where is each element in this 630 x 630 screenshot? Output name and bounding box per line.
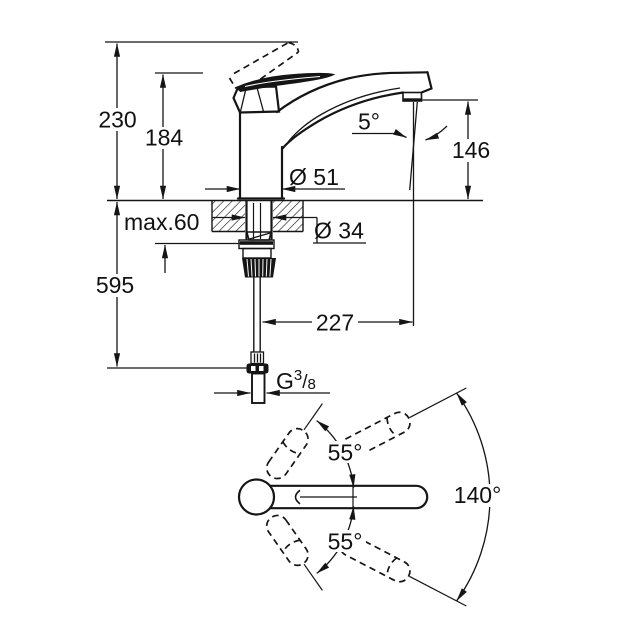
dim-max-mounting: max.60 xyxy=(124,209,199,273)
label-handle-top-height: 184 xyxy=(145,125,184,151)
dim-overall-height: 230 xyxy=(95,43,140,200)
label-hose-length: 595 xyxy=(96,272,134,298)
dim-spray-angle: 5° xyxy=(352,109,448,141)
dim-hole-diameter: Ø 34 xyxy=(212,214,366,244)
dim-handle-top-height: 184 xyxy=(141,74,187,200)
label-spout-reach: 227 xyxy=(316,310,354,336)
handle-sleeve-line xyxy=(294,489,301,505)
handle-knob xyxy=(237,478,276,516)
outlet-stream-lines xyxy=(409,101,418,326)
dim-hose-length: 595 xyxy=(93,201,137,367)
label-base-diameter: Ø 51 xyxy=(289,164,339,190)
handle-position-lower-left-dashed xyxy=(265,514,323,591)
label-swivel-range: 140° xyxy=(454,482,502,508)
dim-thread: G3/8 xyxy=(214,367,330,397)
lever-highlight xyxy=(244,75,321,88)
hose-nut xyxy=(246,363,269,374)
reference-lines xyxy=(105,41,483,369)
dim-spout-reach: 227 xyxy=(262,310,413,336)
spout-bottom-inner xyxy=(287,87,401,143)
aerator-face xyxy=(403,98,421,101)
label-overall-height: 230 xyxy=(98,107,136,133)
label-thread: G3/8 xyxy=(276,367,316,394)
label-max-mounting: max.60 xyxy=(124,209,199,235)
faucet-top-view: 55° 55° 140° xyxy=(237,387,503,607)
fixing-hardware xyxy=(238,231,276,404)
spout-tip-face xyxy=(420,71,433,94)
label-swing-upper: 55° xyxy=(328,440,363,466)
label-swing-lower: 55° xyxy=(328,529,363,555)
spout-top-edge xyxy=(275,71,429,114)
hatch-right xyxy=(273,201,303,232)
handle-position-upper-left-dashed xyxy=(265,403,323,480)
spout-bottom-outer xyxy=(281,91,405,150)
dim-outlet-height: 146 xyxy=(450,101,492,200)
hatch-left xyxy=(212,201,245,232)
thread-end xyxy=(251,372,266,404)
dim-base-diameter: Ø 51 xyxy=(205,164,345,193)
label-spray-angle: 5° xyxy=(358,109,380,135)
handle-raised-dashed xyxy=(228,41,300,89)
label-outlet-height: 146 xyxy=(452,137,490,163)
lever-handle xyxy=(235,72,336,93)
faucet-side-view xyxy=(228,41,433,404)
label-hole-diameter: Ø 34 xyxy=(314,218,364,244)
countertop-section xyxy=(211,201,304,233)
